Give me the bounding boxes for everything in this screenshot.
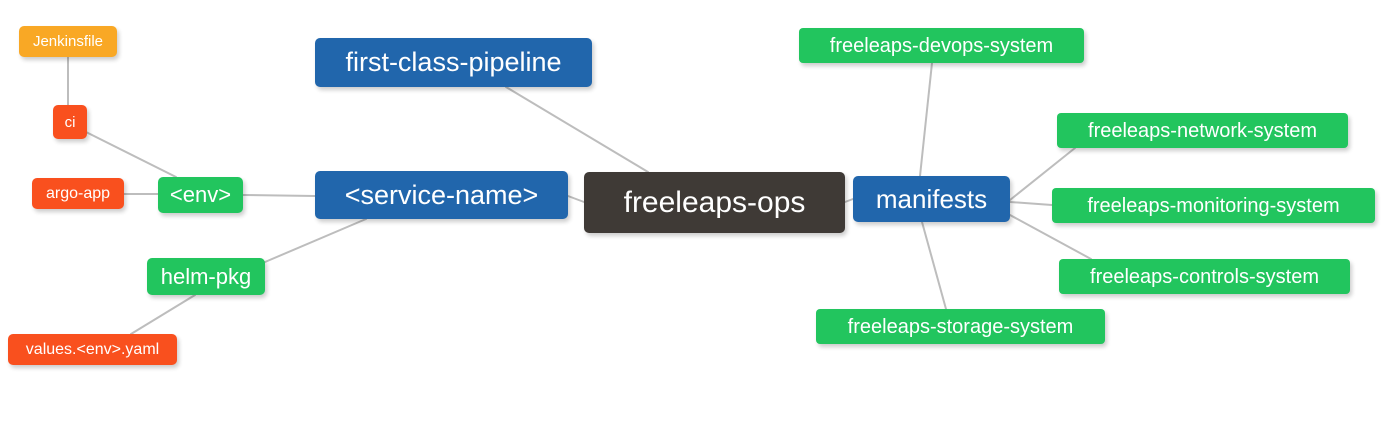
node-controls-system[interactable]: freeleaps-controls-system [1059,259,1350,294]
node-label-root: freeleaps-ops [623,185,806,219]
node-monitoring-system[interactable]: freeleaps-monitoring-system [1052,188,1375,223]
node-label-first-class-pipeline: first-class-pipeline [345,47,562,77]
node-label-service-name: <service-name> [344,179,539,210]
node-manifests[interactable]: manifests [853,176,1010,222]
node-root[interactable]: freeleaps-ops [584,172,845,233]
node-label-storage-system: freeleaps-storage-system [847,315,1074,338]
node-label-manifests: manifests [875,184,988,214]
node-devops-system[interactable]: freeleaps-devops-system [799,28,1084,63]
node-label-ci: ci [64,113,76,131]
node-argo-app[interactable]: argo-app [32,178,124,209]
node-service-name[interactable]: <service-name> [315,171,568,219]
node-jenkinsfile[interactable]: Jenkinsfile [19,26,117,57]
node-storage-system[interactable]: freeleaps-storage-system [816,309,1105,344]
node-label-devops-system: freeleaps-devops-system [829,34,1054,57]
node-env[interactable]: <env> [158,177,243,213]
node-label-argo-app: argo-app [45,184,111,202]
node-label-values-yaml: values.<env>.yaml [25,340,160,358]
node-label-network-system: freeleaps-network-system [1088,119,1317,142]
node-label-env: <env> [169,182,232,207]
node-label-helm-pkg: helm-pkg [160,263,252,289]
node-network-system[interactable]: freeleaps-network-system [1057,113,1348,148]
node-label-controls-system: freeleaps-controls-system [1090,265,1319,288]
node-label-monitoring-system: freeleaps-monitoring-system [1087,194,1340,217]
node-values-yaml[interactable]: values.<env>.yaml [8,334,177,365]
node-helm-pkg[interactable]: helm-pkg [147,258,265,295]
node-ci[interactable]: ci [53,105,87,139]
node-label-jenkinsfile: Jenkinsfile [32,33,104,50]
node-first-class-pipeline[interactable]: first-class-pipeline [315,38,592,87]
